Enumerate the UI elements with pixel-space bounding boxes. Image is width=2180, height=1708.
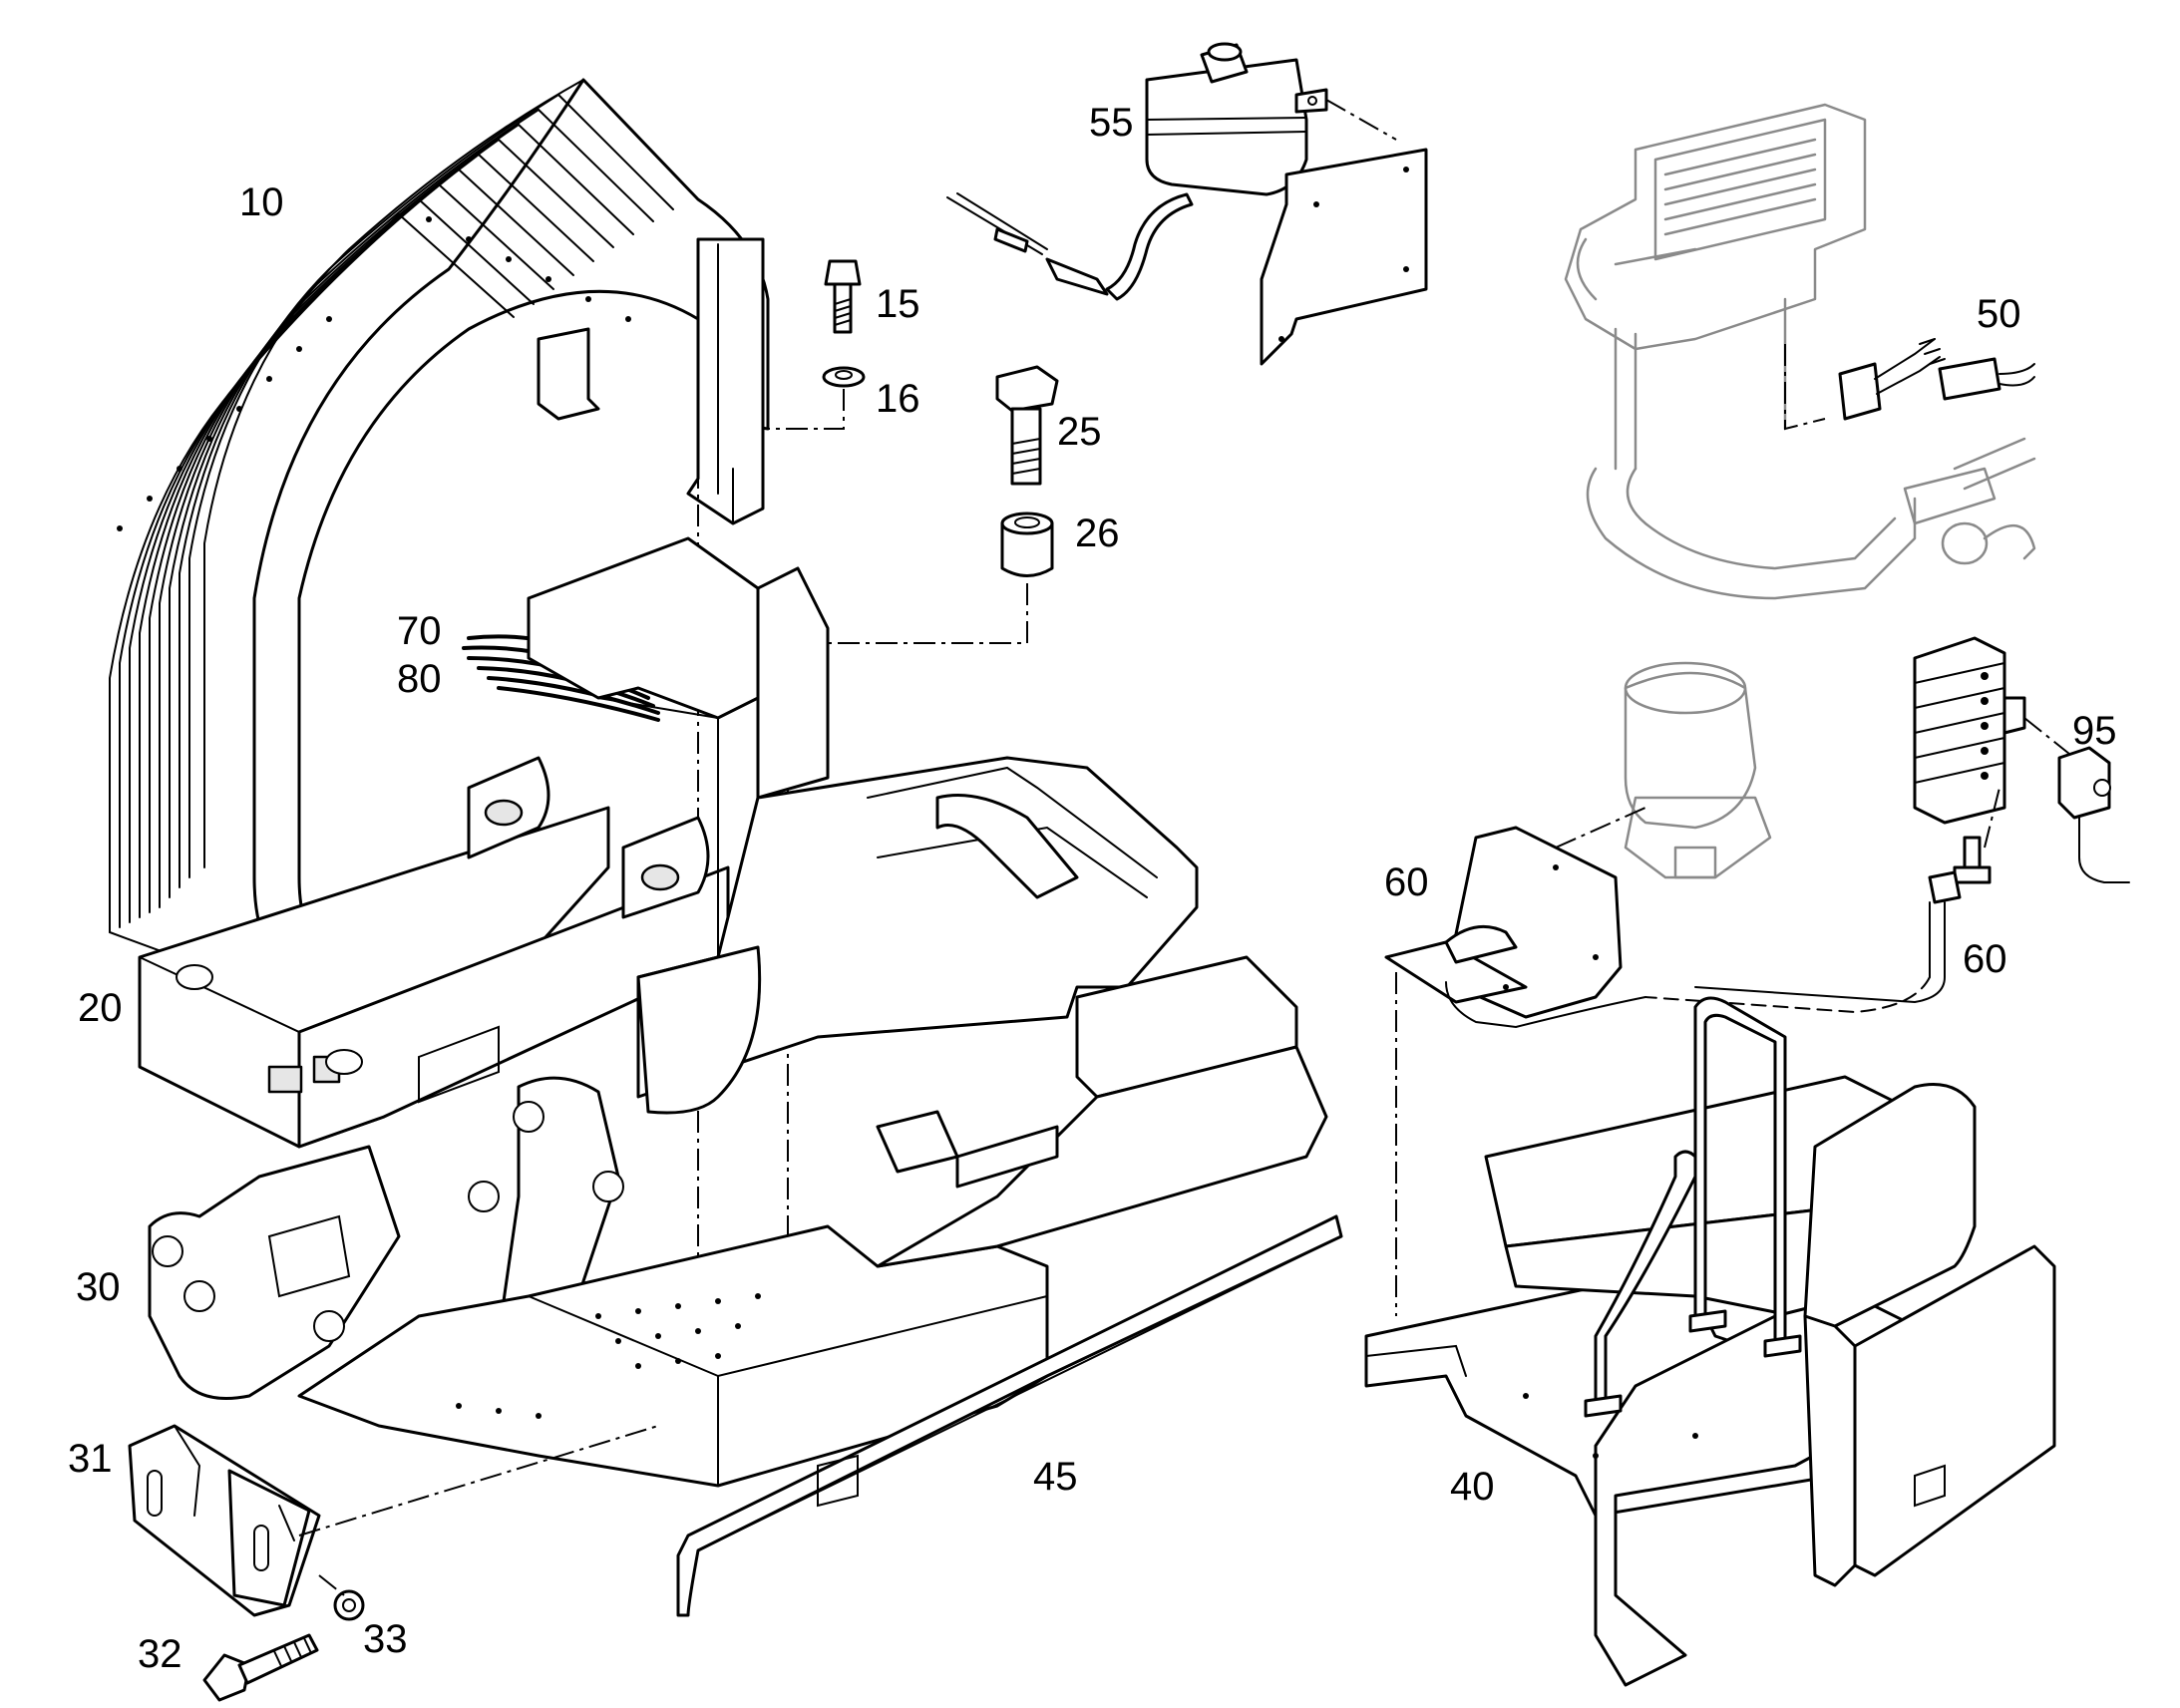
callout-15: 15 <box>876 282 920 326</box>
bolt-32-part <box>202 1633 319 1702</box>
callout-32: 32 <box>138 1632 182 1676</box>
leader-33 <box>318 1574 345 1596</box>
callout-31: 31 <box>68 1437 113 1481</box>
heater-50-part <box>1564 103 2036 600</box>
callout-95: 95 <box>2072 709 2117 753</box>
callout-20: 20 <box>78 986 123 1030</box>
callout-25: 25 <box>1057 410 1102 454</box>
callout-33: 33 <box>363 1617 408 1661</box>
callout-60-left: 60 <box>1384 860 1429 904</box>
bolt-25-part <box>995 365 1059 486</box>
washer-16-part <box>822 366 866 388</box>
callout-80: 80 <box>397 657 442 701</box>
leader-31 <box>298 1425 659 1537</box>
washer-33-part <box>333 1589 365 1621</box>
bushing-26-part <box>1000 512 1054 577</box>
main-frame-part <box>138 536 1328 1488</box>
side-rail-45-part <box>676 1214 1343 1617</box>
callout-10: 10 <box>239 180 284 224</box>
lube-pump-60-part <box>1384 661 1772 1029</box>
bolt-15-part <box>824 259 862 334</box>
callout-45: 45 <box>1033 1455 1078 1499</box>
floor-plate-40-part <box>1364 996 2056 1687</box>
callout-26: 26 <box>1075 512 1120 555</box>
cab-guard-part <box>109 78 770 974</box>
callout-70: 70 <box>397 609 442 653</box>
callout-55: 55 <box>1089 101 1134 145</box>
callout-16: 16 <box>876 377 920 421</box>
lug-31-part <box>128 1424 321 1617</box>
callout-50: 50 <box>1977 292 2021 336</box>
callout-30: 30 <box>76 1265 121 1309</box>
callout-40: 40 <box>1450 1465 1495 1509</box>
distributor-95-part <box>1644 636 2130 1014</box>
callout-60-right: 60 <box>1963 937 2007 981</box>
leader-16 <box>763 389 845 430</box>
callout-labels: 10 15 16 25 26 55 50 70 80 20 30 31 32 3… <box>68 101 2117 1676</box>
reservoir-55-part <box>946 42 1428 366</box>
